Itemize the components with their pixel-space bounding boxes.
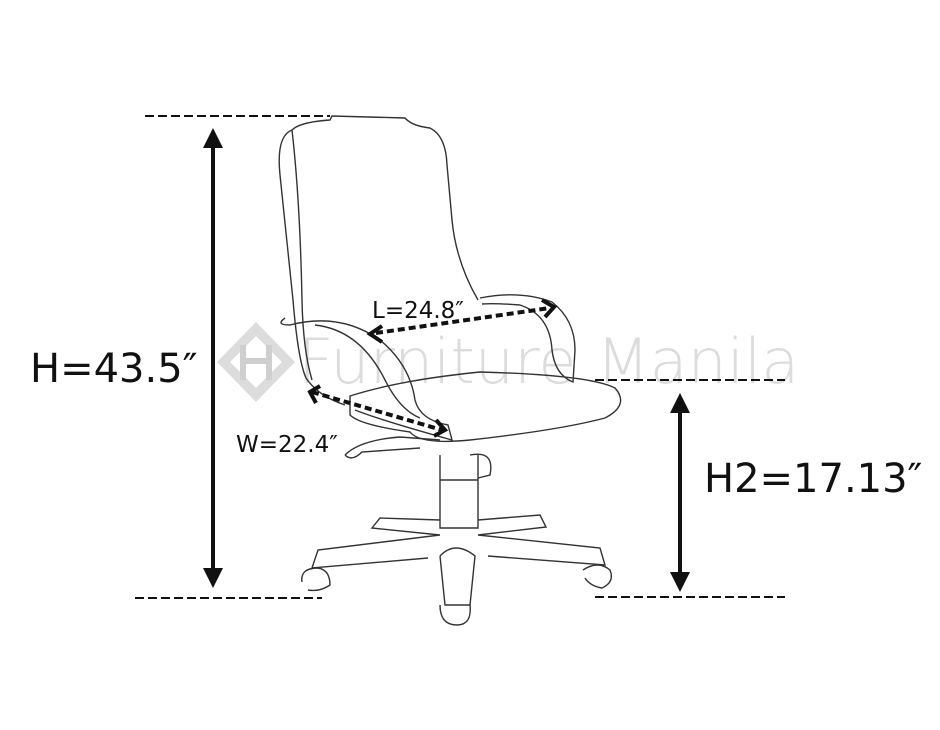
chair-base (310, 514, 606, 606)
chair-gas-cylinder (439, 453, 492, 529)
length-label: L=24.8″ (372, 298, 464, 324)
chair-drawing (278, 115, 622, 626)
width-arrow (307, 384, 449, 438)
dimension-lines (135, 115, 785, 599)
chair-lever (344, 436, 441, 459)
chair-seat (349, 371, 622, 443)
seat-height-label: H2=17.13″ (704, 456, 923, 502)
length-arrow (366, 298, 558, 344)
seat-height-arrow (670, 393, 690, 592)
watermark-logo-icon (217, 322, 295, 402)
watermark-text: Furniture Manila (298, 325, 799, 398)
chair-left-arm (280, 317, 453, 442)
height-label: H=43.5″ (30, 346, 198, 392)
chair-backrest (278, 115, 479, 406)
chair-right-arm (479, 294, 576, 384)
watermark: Furniture Manila (217, 322, 799, 402)
height-arrow (203, 128, 223, 588)
width-label: W=22.4″ (236, 432, 338, 458)
chair-casters (301, 564, 613, 626)
chair-back-inner (291, 129, 313, 381)
